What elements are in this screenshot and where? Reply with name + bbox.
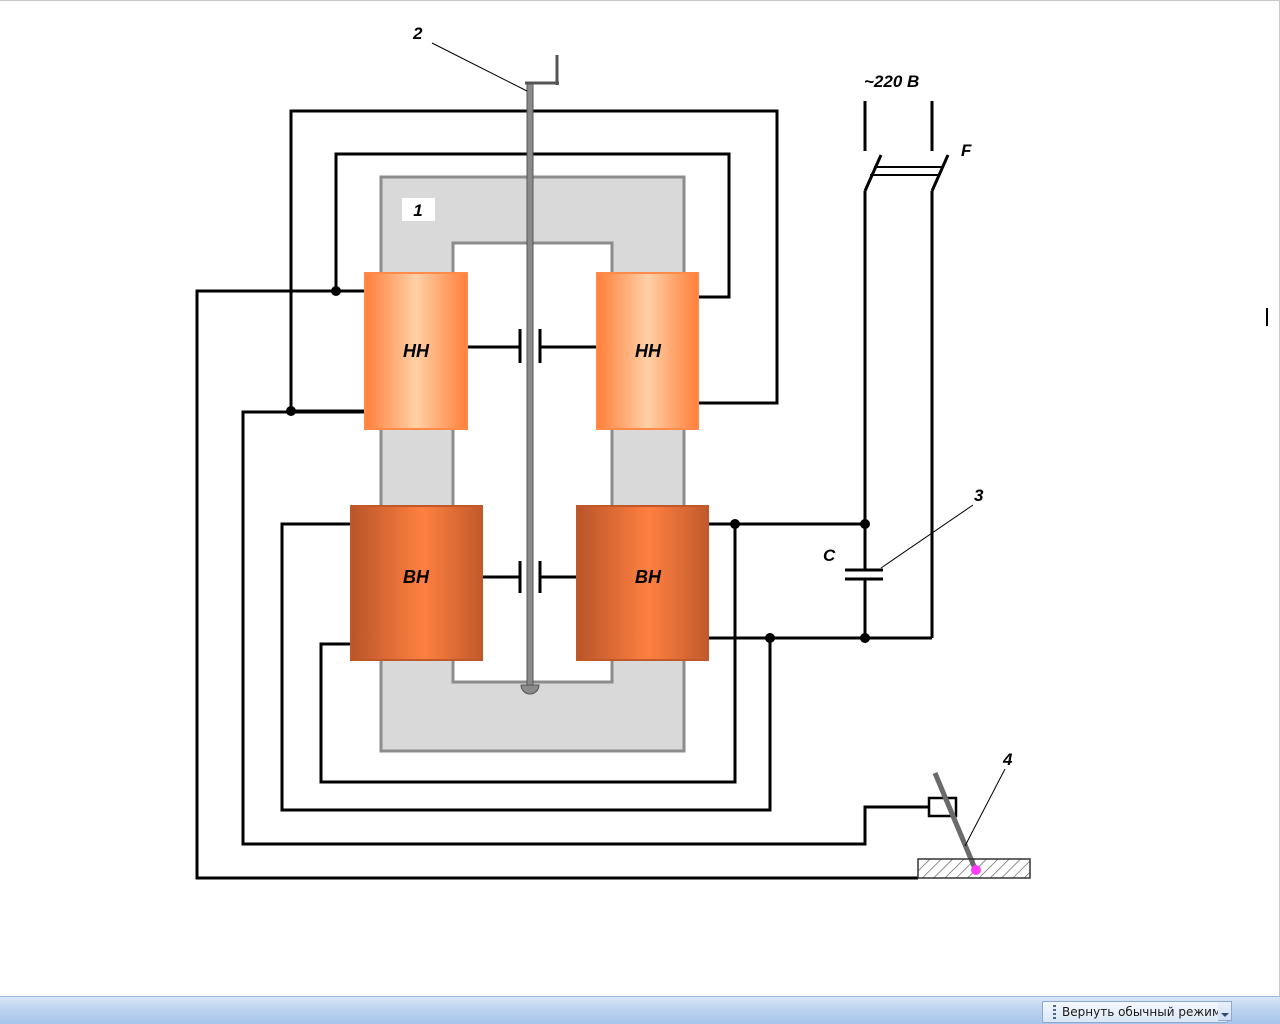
- weld-arc-spark: [971, 865, 981, 875]
- coil-lv-left-label: НН: [403, 341, 430, 361]
- coupling-capacitor-bottom: [518, 561, 542, 593]
- coil-hv-right: ВН: [576, 505, 709, 661]
- callout-line-2: [431, 42, 528, 92]
- output-capacitor: [845, 568, 883, 581]
- coil-hv-left: ВН: [350, 505, 483, 661]
- electrode-holder: [927, 772, 979, 872]
- adjusting-rod: [520, 55, 559, 695]
- text-cursor: [1266, 308, 1268, 326]
- restore-normal-mode-label: Вернуть обычный режим: [1062, 1005, 1221, 1019]
- callout-label-2: 2: [412, 24, 423, 43]
- restore-normal-mode-button[interactable]: Вернуть обычный режим: [1042, 1001, 1228, 1023]
- supply-voltage-label: ~220 В: [864, 72, 919, 91]
- coil-lv-left: НН: [364, 272, 468, 430]
- junction-dots: [286, 286, 870, 643]
- callout-label-4: 4: [1002, 750, 1013, 769]
- coil-lv-right: НН: [596, 272, 699, 430]
- coil-hv-left-label: ВН: [403, 567, 430, 587]
- core-number-label: 1: [413, 201, 422, 220]
- coil-lv-right-label: НН: [635, 341, 662, 361]
- callout-line-4: [964, 768, 1006, 847]
- capacitor-label: C: [823, 546, 836, 565]
- welding-transformer-diagram: 1 F ~220 В: [195, 24, 1031, 880]
- slide-canvas: 1 F ~220 В: [0, 0, 1280, 996]
- coil-hv-right-label: ВН: [635, 567, 662, 587]
- grip-icon: [1053, 1005, 1057, 1019]
- callout-line-3: [880, 504, 974, 569]
- wiring: [195, 101, 934, 880]
- coupling-capacitor-top: [518, 329, 542, 363]
- core-number-box: [402, 198, 435, 221]
- switch-f: [863, 154, 950, 192]
- callout-label-3: 3: [974, 486, 984, 505]
- status-bar: Вернуть обычный режим: [0, 996, 1280, 1024]
- dropdown-arrow-icon[interactable]: [1218, 1001, 1232, 1021]
- switch-label: F: [961, 141, 972, 160]
